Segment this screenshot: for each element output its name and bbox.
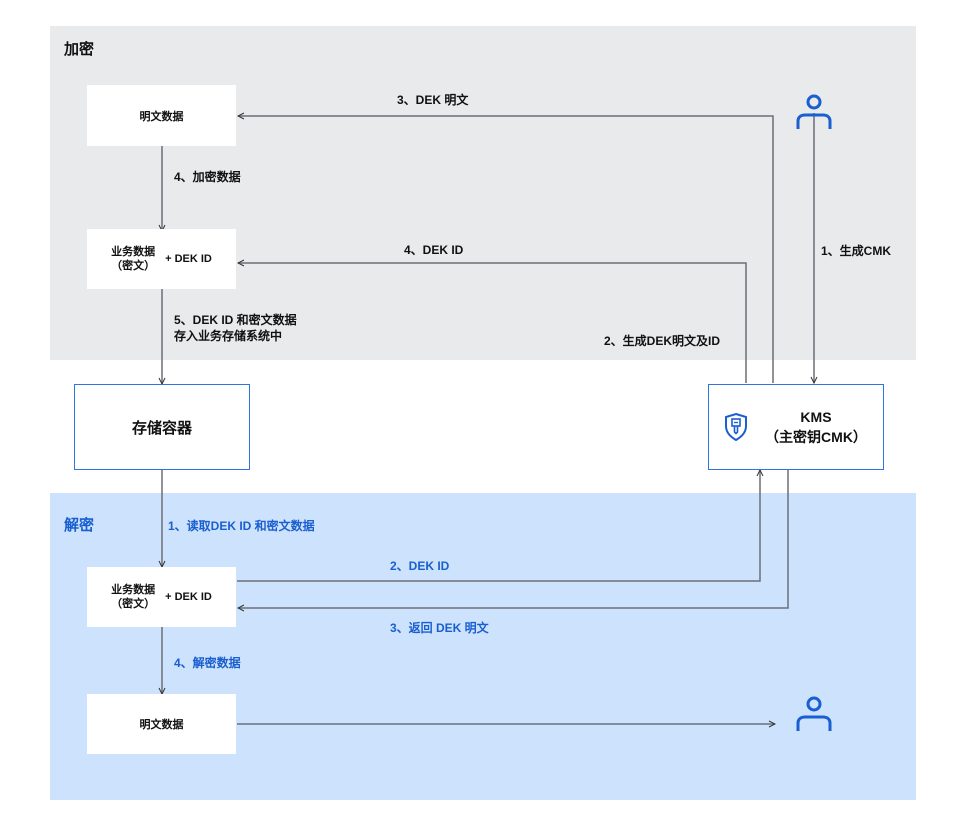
storage-box: 存储容器	[74, 384, 250, 470]
encrypt-title: 加密	[64, 41, 95, 58]
kms-subtitle: （主密钥CMK）	[765, 429, 867, 445]
enc-step4-encrypt-label: 4、加密数据	[174, 170, 241, 184]
storage-label: 存储容器	[131, 419, 192, 437]
shield-key-icon	[725, 412, 747, 442]
dec-plaintext-box: 明文数据	[87, 694, 236, 754]
enc-step3-label: 3、DEK 明文	[397, 93, 469, 107]
enc-cipher-line2: （密文）	[111, 260, 156, 272]
enc-cipher-suffix: + DEK ID	[165, 253, 212, 265]
encrypt-region	[50, 26, 916, 360]
dec-plaintext-label: 明文数据	[139, 719, 184, 731]
user-icon	[796, 94, 832, 129]
enc-plaintext-label: 明文数据	[139, 110, 184, 123]
enc-cipher-line1: 业务数据	[111, 246, 156, 258]
dec-step2-label: 2、DEK ID	[390, 559, 450, 573]
enc-plaintext-box: 明文数据	[87, 85, 236, 146]
enc-step2-label: 2、生成DEK明文及ID	[604, 334, 721, 348]
dec-cipher-line2: （密文）	[111, 598, 156, 610]
dec-cipher-box: 业务数据 （密文） + DEK ID	[87, 567, 236, 627]
dec-step4-label: 4、解密数据	[174, 656, 241, 670]
arrow-enc-dek-id	[238, 263, 747, 383]
dec-step3-label: 3、返回 DEK 明文	[390, 621, 489, 635]
kms-title: KMS	[800, 409, 832, 425]
dec-cipher-line1: 业务数据	[111, 584, 156, 596]
decrypt-title: 解密	[64, 517, 95, 534]
arrow-return-dek	[238, 470, 789, 608]
user-icon	[796, 696, 832, 731]
kms-box: KMS （主密钥CMK）	[708, 384, 884, 470]
enc-step1-label: 1、生成CMK	[821, 244, 892, 258]
enc-cipher-box: 业务数据 （密文） + DEK ID	[87, 229, 236, 289]
enc-step4-dekid-label: 4、DEK ID	[404, 243, 464, 257]
arrow-dec-dek-id	[237, 470, 760, 582]
enc-step5-label-line1: 5、DEK ID 和密文数据	[174, 313, 297, 327]
dec-cipher-suffix: + DEK ID	[165, 591, 212, 603]
dec-step1-label: 1、读取DEK ID 和密文数据	[168, 519, 315, 533]
enc-step5-label-line2: 存入业务存储系统中	[174, 329, 283, 343]
arrow-enc-dek-plaintext	[238, 116, 774, 383]
